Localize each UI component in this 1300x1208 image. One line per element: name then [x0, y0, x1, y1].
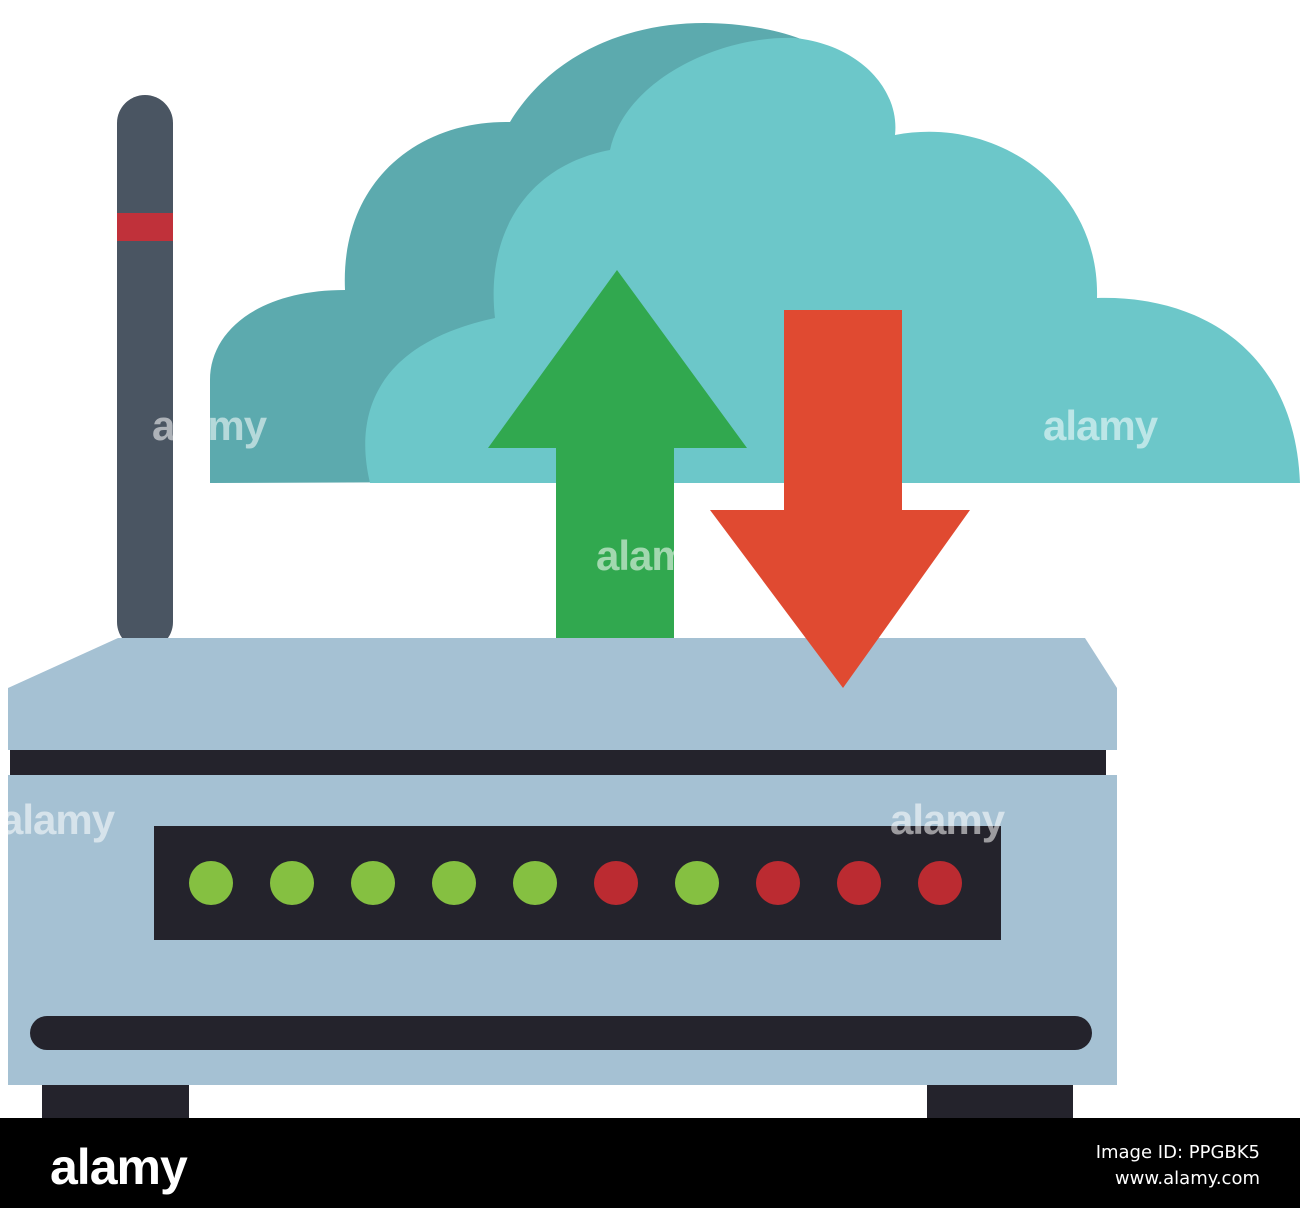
- router-foot-left: [42, 1085, 189, 1118]
- router-top: [8, 638, 1117, 750]
- antenna-band: [117, 213, 173, 241]
- download-arrow-icon: [710, 310, 970, 688]
- led-green-icon: [270, 861, 314, 905]
- brand-logo[interactable]: alamy: [50, 1139, 188, 1195]
- led-red-icon: [594, 861, 638, 905]
- router-stripe: [10, 750, 1106, 775]
- router-cloud-illustration: [8, 22, 1300, 1118]
- led-red-icon: [756, 861, 800, 905]
- antenna-icon: [117, 95, 173, 650]
- image-id: Image ID: PPGBK5: [1095, 1142, 1260, 1163]
- router-foot-right: [927, 1085, 1073, 1118]
- site-link[interactable]: www.alamy.com: [1114, 1168, 1260, 1189]
- image-meta: Image ID: PPGBK5 www.alamy.com: [1096, 1140, 1260, 1192]
- led-red-icon: [918, 861, 962, 905]
- led-green-icon: [513, 861, 557, 905]
- footer-bar: alamy Image ID: PPGBK5 www.alamy.com: [0, 1118, 1300, 1208]
- led-green-icon: [351, 861, 395, 905]
- led-row: [189, 861, 962, 905]
- vent-slot: [30, 1016, 1092, 1050]
- upload-arrow-icon: [488, 270, 747, 648]
- led-green-icon: [189, 861, 233, 905]
- led-green-icon: [675, 861, 719, 905]
- led-green-icon: [432, 861, 476, 905]
- led-red-icon: [837, 861, 881, 905]
